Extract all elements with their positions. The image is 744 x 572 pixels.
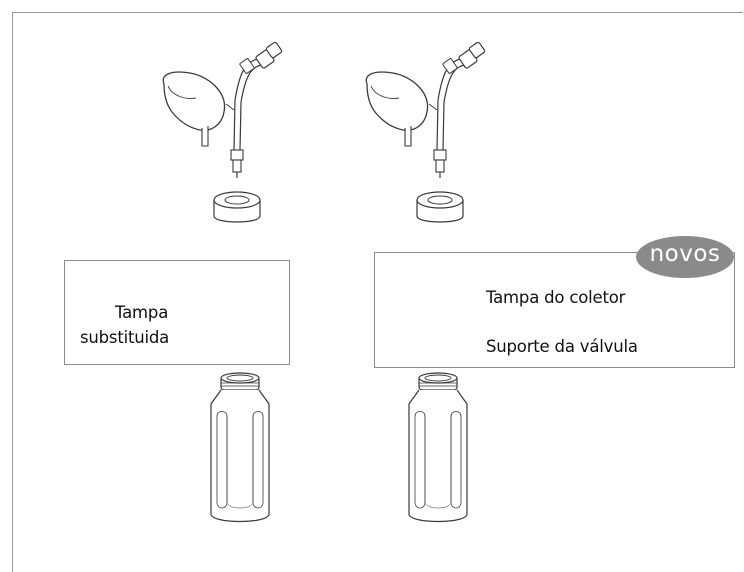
badge-text: novos	[649, 241, 721, 267]
mask-tubing-left	[162, 40, 284, 223]
replaced-cap-label-line2: substituida	[80, 328, 170, 347]
bottle-left	[210, 372, 270, 523]
replaced-cap-label-line1: Tampa	[115, 303, 169, 322]
mask-tubing-right	[365, 40, 487, 223]
diagram-frame	[12, 12, 743, 572]
new-parts-badge: novos	[636, 236, 734, 278]
replaced-cap-panel	[64, 260, 290, 365]
bottle-right	[408, 372, 468, 523]
collector-cap-label: Tampa do coletor	[486, 288, 626, 307]
valve-support-label: Suporte da válvula	[486, 337, 638, 356]
